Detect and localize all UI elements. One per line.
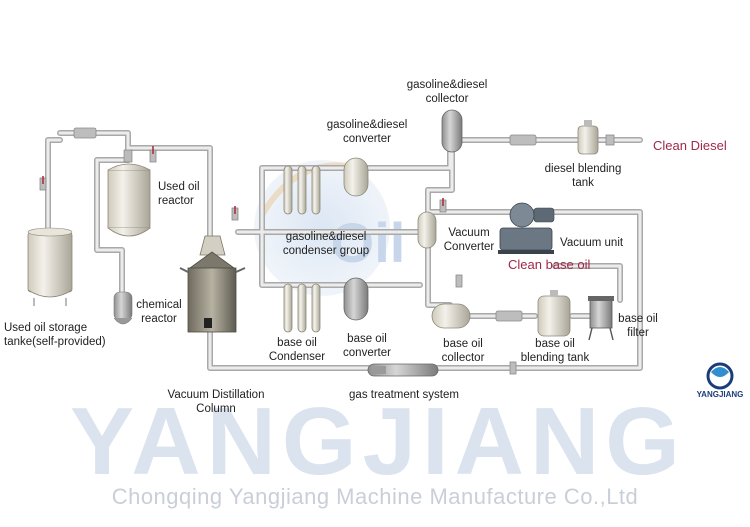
label-used-oil-reactor: Used oil reactor — [158, 181, 200, 207]
diesel-blending-tank — [577, 120, 599, 155]
base-oil-condenser — [283, 283, 321, 333]
label-base-oil-blending-tank: base oil blending tank — [520, 338, 590, 364]
label-diesel-blending-tank: diesel blending tank — [544, 163, 622, 189]
gas-treatment-system — [367, 363, 439, 377]
label-vacuum-unit: Vacuum unit — [560, 237, 624, 249]
label-clean-diesel: Clean Diesel — [653, 138, 727, 153]
gasoline-diesel-condenser-group — [283, 165, 321, 215]
watermark-oil-text: Oil — [331, 211, 406, 274]
label-gasoline-diesel-converter: gasoline&diesel converter — [326, 119, 408, 145]
label-base-oil-condenser: base oil Condenser — [268, 337, 326, 363]
label-vacuum-distillation-column: Vacuum Distillation Column — [167, 389, 265, 415]
used-oil-reactor — [107, 149, 151, 237]
base-oil-blending-tank — [537, 290, 571, 337]
label-base-oil-collector: base oil collector — [441, 338, 485, 364]
label-clean-base-oil: Clean base oil — [508, 257, 591, 272]
label-used-oil-storage-tank: Used oil storage tanke(self-provided) — [4, 322, 106, 348]
label-base-oil-filter: base oil filter — [618, 313, 658, 339]
label-base-oil-converter: base oil converter — [343, 333, 391, 359]
base-oil-converter — [343, 277, 369, 321]
label-gasoline-diesel-condenser-group: gasoline&diesel condenser group — [282, 231, 370, 257]
watermark-brand: YANGJIANG — [70, 388, 686, 495]
base-oil-collector — [431, 303, 471, 329]
label-vacuum-converter: Vacuum Converter — [443, 227, 495, 253]
watermark-company: Chongqing Yangjiang Machine Manufacture … — [111, 484, 639, 509]
yangjiang-logo-emblem — [706, 362, 734, 390]
logo-text: YANGJIANG — [696, 390, 744, 399]
label-chemical-reactor: chemical reactor — [136, 299, 182, 325]
gasoline-diesel-converter — [343, 157, 369, 197]
label-gas-treatment-system: gas treatment system — [349, 389, 459, 401]
gasoline-diesel-collector — [441, 109, 463, 153]
valve-marks — [42, 146, 444, 214]
label-gasoline-diesel-collector: gasoline&diesel collector — [406, 79, 488, 105]
base-oil-filter — [588, 296, 614, 341]
vacuum-distillation-column — [179, 235, 246, 333]
used-oil-storage-tank — [27, 227, 73, 306]
vacuum-unit — [498, 202, 555, 254]
vacuum-converter — [417, 211, 437, 249]
chemical-reactor — [113, 291, 133, 325]
